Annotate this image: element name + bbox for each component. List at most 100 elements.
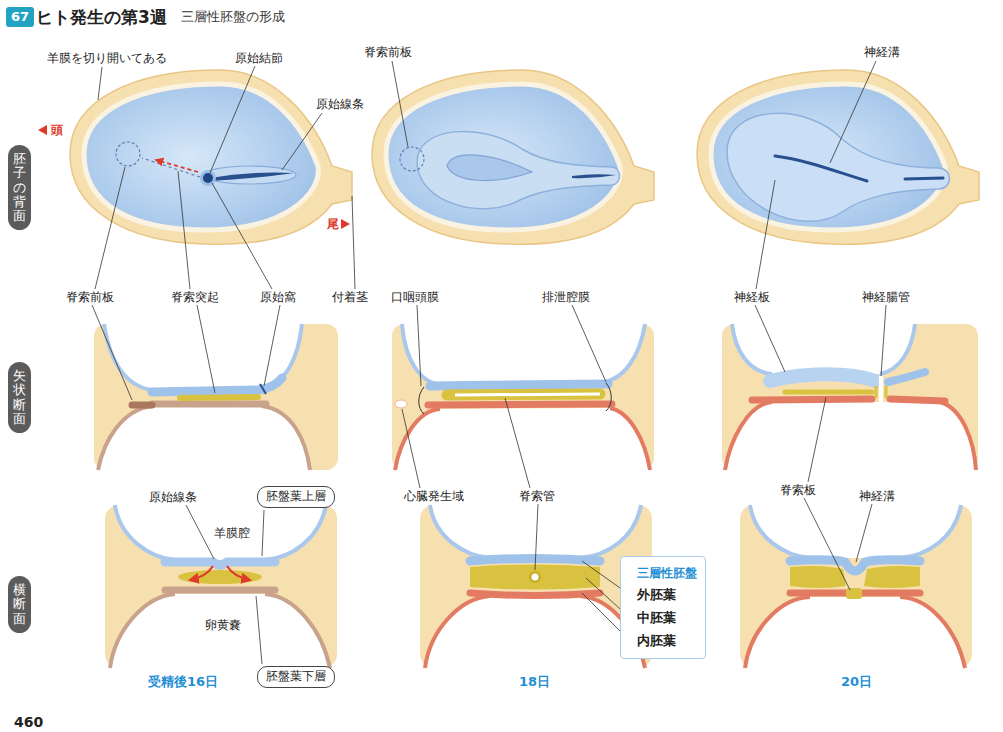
node-heading: 三層性胚盤	[637, 563, 697, 583]
yolk-sac	[725, 402, 976, 470]
page-title: ヒト発生の第3週	[36, 7, 167, 27]
part-label: 原始結節	[235, 51, 283, 65]
leader-line	[262, 510, 264, 556]
neural-plate	[770, 374, 876, 381]
page-number: 460	[14, 714, 43, 731]
yolk-sac-wall	[725, 402, 976, 470]
prechordal-plate	[132, 402, 152, 409]
mesoderm	[178, 570, 262, 584]
leader-line	[186, 505, 214, 559]
part-label: 卵黄嚢	[205, 618, 241, 632]
node-text: 外胚葉	[637, 583, 697, 606]
notochord	[529, 571, 541, 583]
node-heading: 矢状断面	[13, 369, 26, 426]
part-label: 口咽頭膜	[391, 290, 439, 304]
part-label: 神経溝	[864, 45, 900, 59]
node-text: 中胚葉	[637, 606, 697, 629]
notochordal-process	[142, 158, 200, 177]
leader-line	[256, 596, 262, 664]
leader-line	[756, 180, 775, 289]
amnion-edge	[697, 70, 979, 244]
migration-arrow	[227, 566, 250, 580]
node-heading: 胚盤葉上層	[266, 489, 326, 505]
layer-tag: 胚盤葉下層	[257, 666, 335, 688]
ectoderm	[790, 560, 920, 571]
plate-ridge	[417, 131, 620, 208]
leader-line	[92, 305, 132, 400]
chapter-badge: 67	[6, 7, 34, 27]
sagittal-section	[722, 324, 978, 470]
ectoderm	[470, 559, 600, 562]
head-arrow	[38, 125, 47, 135]
dorsal-view	[697, 70, 979, 244]
node-heading: 胚盤葉下層	[266, 669, 326, 685]
part-label: 羊膜腔	[214, 526, 250, 540]
leader-line	[804, 498, 850, 590]
layer-key-box: 三層性胚盤外胚葉中胚葉内胚葉	[620, 556, 706, 659]
leader-line	[197, 305, 215, 393]
notochordal-process	[180, 397, 258, 398]
amniotic-cavity	[732, 324, 915, 374]
leader-line	[417, 305, 421, 386]
leader-line	[402, 409, 420, 488]
part-label: 脊索突起	[171, 290, 219, 304]
node-heading: 67	[11, 9, 29, 25]
yolk-sac	[98, 406, 310, 470]
leader-line	[264, 305, 280, 386]
direction-label: 尾	[327, 217, 339, 231]
embryonic-disc	[386, 84, 620, 230]
extraembryonic-tissue	[105, 505, 337, 668]
notochordal-process	[447, 394, 600, 395]
hypoblast	[152, 401, 266, 408]
part-label: 付着茎	[332, 290, 368, 304]
leader-line	[535, 504, 538, 570]
extraembryonic-tissue	[420, 505, 652, 668]
primitive-streak	[572, 174, 616, 178]
amnion	[750, 505, 961, 558]
leader-line	[392, 61, 408, 147]
mesoderm	[864, 566, 920, 588]
amniotic-cavity	[402, 324, 645, 385]
streak-ridge	[204, 166, 296, 184]
notochord-ridge	[447, 155, 532, 181]
growth-arrow	[156, 160, 198, 172]
leader-line	[212, 183, 272, 289]
transverse-section	[105, 505, 337, 668]
transverse-section	[740, 505, 972, 668]
amnion-edge	[372, 70, 654, 244]
tail-arrow	[341, 219, 350, 229]
primitive-node	[203, 173, 213, 183]
part-label: 神経板	[734, 290, 770, 304]
stage-day: 20日	[841, 674, 872, 690]
leader-line	[881, 305, 886, 376]
extraembryonic-tissue	[392, 324, 654, 470]
node-heading: 胚子の背面	[13, 152, 26, 223]
leader-line	[755, 305, 785, 372]
sagittal-section	[392, 324, 654, 470]
ectoderm	[888, 372, 925, 382]
node-text: 内胚葉	[637, 629, 697, 652]
leader-line	[808, 397, 826, 482]
notochordal-canal	[532, 574, 539, 581]
notochordal-plate	[846, 588, 862, 599]
yolk-sac	[425, 596, 645, 668]
row-label: 胚子の背面	[8, 145, 31, 230]
amnion	[732, 324, 915, 374]
yolk-sac-wall	[745, 597, 965, 668]
leader-lines	[92, 61, 886, 664]
cardiogenic-area	[395, 400, 407, 408]
part-label: 羊膜を切り開いてある	[47, 51, 167, 65]
amnion	[430, 505, 641, 558]
direction-label: 頭	[51, 123, 63, 137]
endoderm	[752, 399, 945, 401]
row-label: 矢状断面	[8, 362, 31, 433]
hypoblast	[165, 587, 275, 594]
stage-day: 受精後16日	[148, 674, 218, 690]
leader-line	[95, 167, 125, 289]
primitive-streak	[905, 178, 943, 179]
leader-line	[830, 61, 876, 163]
yolk-sac-wall	[98, 406, 310, 470]
leader-line	[98, 67, 102, 100]
notochordal-plate	[785, 390, 872, 395]
